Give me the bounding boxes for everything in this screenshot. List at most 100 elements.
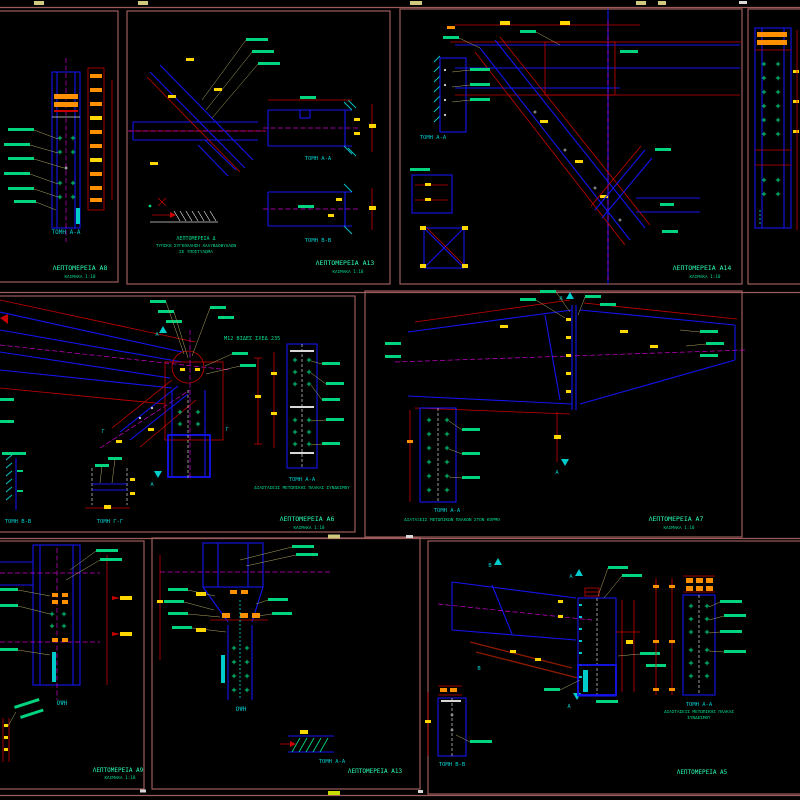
panel-detail-a5: Β Β Α Α	[425, 558, 746, 776]
detail-scale: ΚΛΙΜΑΚΑ 1:10	[332, 269, 363, 275]
section-label: ΤΟΜΗ Α-Α	[319, 759, 346, 765]
section-aa-view	[433, 55, 490, 133]
detail-title: ΛΕΠΤΟΜΕΡΕΙΑ Α5	[677, 769, 728, 776]
view-label: ΟΨΗ	[57, 700, 68, 707]
splice-bolts	[566, 318, 571, 393]
panel-detail-a14: ΤΟΜΗ Α-Α ΛΕΠΤΟΜΕΡΕΙΑ Α14 ΚΛΙΜΑΚΑ 1:10	[410, 9, 742, 284]
detail-scale: ΚΛΙΜΑΚΑ 1:10	[293, 525, 324, 531]
column-elevation	[0, 544, 108, 700]
section-markers: Α Α Γ Γ	[101, 326, 229, 488]
detail-title: ΛΕΠΤΟΜΕΡΕΙΑ Α8	[53, 264, 108, 272]
lower-diagonal	[99, 379, 197, 449]
label-callouts	[150, 38, 280, 165]
dimension-lines	[254, 352, 277, 448]
section-caption: ΔΙΑΣΤΑΣΕΙΣ ΜΕΤΩΠΙΚΗΣ ΠΛΑΚΑΣ ΣΥΝΔΕΣΜΟΥ	[254, 485, 350, 491]
marker-b-bottom: Β	[477, 666, 481, 672]
view-label: ΟΨΗ	[236, 706, 247, 713]
haunch-funnel	[202, 586, 268, 623]
section-caption-line2: ΣΥΝΔΕΣΜΟΥ	[687, 715, 711, 721]
splice-plates	[54, 94, 80, 224]
detail-title: ΛΕΠΤΟΜΕΡΕΙΑ Α7	[649, 515, 704, 523]
bolt-symbols	[57, 135, 76, 200]
section-label: ΤΟΜΗ Β-Β	[305, 238, 332, 244]
end-plate-section-aa	[286, 343, 344, 469]
secondary-diagonal	[590, 145, 700, 233]
column-zone	[577, 587, 640, 697]
section-markers: Β Β Α Α	[477, 558, 583, 710]
section-markers: Α Α	[555, 292, 574, 476]
section-caption: ΔΙΑΤΑΞΕΙΣ ΜΕΤΩΠΙΚΩΝ ΠΛΑΚΩΝ ΣΤΟΝ ΚΟΡΜΟ	[404, 517, 500, 523]
label-callouts	[0, 549, 132, 656]
lower-column	[221, 600, 253, 700]
detail-title: ΛΕΠΤΟΜΕΡΕΙΑ Α13	[348, 768, 403, 775]
plot-registration-marks	[34, 1, 747, 795]
section-label: ΤΟΜΗ Α-Α	[686, 702, 713, 708]
dimension-lines	[554, 412, 561, 462]
main-diagonal-brace	[474, 36, 651, 246]
marker-a-top: Α	[155, 332, 159, 338]
upper-wide-section	[160, 542, 330, 594]
right-beam	[579, 302, 738, 405]
marker-g-right: Γ	[225, 427, 229, 433]
detail-title: ΛΕΠΤΟΜΕΡΕΙΑ Α13	[316, 259, 375, 267]
section-caption-line1: ΔΙΑΣΤΑΣΕΙΣ ΜΕΤΩΠΙΚΗΣ ΠΛΑΚΑΣ	[664, 709, 734, 715]
top-beam	[450, 21, 742, 96]
section-bb-view	[263, 183, 376, 235]
marker-a-bottom: Α	[567, 704, 571, 710]
section-label: ΤΟΜΗ Β-Β	[439, 762, 466, 768]
detail-title: ΛΕΠΤΟΜΕΡΕΙΑ Α6	[280, 515, 335, 523]
detail-scale: ΚΛΙΜΑΚΑ 1:10	[663, 525, 694, 531]
section-gg-view	[85, 457, 135, 509]
section-label: ΤΟΜΗ Α-Α	[434, 508, 461, 514]
diagonal-brace	[146, 64, 254, 177]
section-label: ΤΟΜΗ Α-Α	[289, 477, 316, 483]
panel-detail-a13: ΛΕΠΤΟΜΕΡΕΙΑ Δ ΤΥΠΙΚΗ ΣΥΓΚΟΛΛΗΣΗ ΧΑΛΥΒΔΟΦ…	[128, 38, 376, 275]
lower-brace	[469, 641, 579, 679]
section-bb-mini	[425, 685, 492, 757]
incoming-beam	[437, 581, 593, 641]
panel-detail-a9: ΟΨΗ ΛΕΠΤΟΜΕΡΕΙΑ Α9 ΚΛΙΜΑΚΑ 1:10	[0, 544, 144, 781]
label-callouts	[544, 566, 666, 703]
section-label: ΤΟΜΗ Α-Α	[52, 229, 81, 236]
detail-title: ΛΕΠΤΟΜΕΡΕΙΑ Α9	[93, 767, 144, 774]
bolt-note: Μ12 ΒΙΔΕΣ ΣΧΕΔ 235	[224, 336, 280, 342]
section-aa-mini	[280, 730, 334, 753]
marker-a-bottom: Α	[555, 470, 559, 476]
beam-lines	[128, 121, 266, 141]
panel-detail-a13b: ΟΨΗ ΤΟΜΗ Α-Α ΛΕΠΤΟΜΕΡΕΙΑ Α13	[157, 542, 403, 775]
panel-detail-a8: ΤΟΜΗ Α-Α ΛΕΠΤΟΜΕΡΕΙΑ Α8 ΚΛΙΜΑΚΑ 1:10	[4, 58, 113, 280]
weld-note-line1: ΛΕΠΤΟΜΕΡΕΙΑ Δ	[176, 236, 215, 242]
panel-detail-a6: Μ12 ΒΙΔΕΣ ΣΧΕΔ 235 Α Α Γ Γ	[0, 299, 350, 531]
end-plate-section-aa	[653, 575, 746, 696]
marker-g-left: Γ	[101, 429, 105, 435]
column-member-lines	[51, 58, 81, 242]
section-label: ΤΟΜΗ Γ-Γ	[97, 519, 124, 525]
section-label: ΤΟΜΗ Α-Α	[420, 135, 447, 141]
detail-scale: ΚΛΙΜΑΚΑ 1:10	[689, 274, 720, 280]
end-plate-elevation	[407, 407, 480, 503]
label-callouts	[385, 290, 724, 358]
detail-title: ΛΕΠΤΟΜΕΡΕΙΑ Α14	[673, 264, 732, 272]
label-callouts	[4, 128, 65, 211]
section-aa-view	[263, 96, 376, 157]
panel-right-strip	[754, 27, 799, 230]
x-braced-plate-detail	[420, 226, 468, 269]
section-bb-view	[2, 452, 26, 510]
marker-a-top: Α	[559, 296, 563, 302]
label-callouts	[443, 26, 638, 53]
detail-scale: ΚΛΙΜΑΚΑ 1:10	[104, 775, 135, 781]
deck-weld-mini-detail	[2, 697, 44, 762]
brace-bundle	[0, 299, 231, 405]
section-label: ΤΟΜΗ Α-Α	[305, 156, 332, 162]
weld-detail	[148, 197, 218, 223]
label-callouts	[157, 545, 318, 660]
section-label: ΤΟΜΗ Β-Β	[5, 519, 32, 525]
weld-note-line3: ΣΕ ΥΠΟΣΤΥΛΩΜΑ	[179, 249, 213, 255]
marker-a-bottom: Α	[150, 482, 154, 488]
panel-detail-a7: Α Α	[385, 290, 746, 531]
weld-note-line2: ΤΥΠΙΚΗ ΣΥΓΚΟΛΛΗΣΗ ΧΑΛΥΒΔΟΦΥΛΛΩΝ	[156, 243, 237, 249]
marker-a-top: Α	[569, 574, 573, 580]
marker-b-top: Β	[488, 563, 492, 569]
detail-scale: ΚΛΙΜΑΚΑ 1:10	[64, 274, 95, 280]
